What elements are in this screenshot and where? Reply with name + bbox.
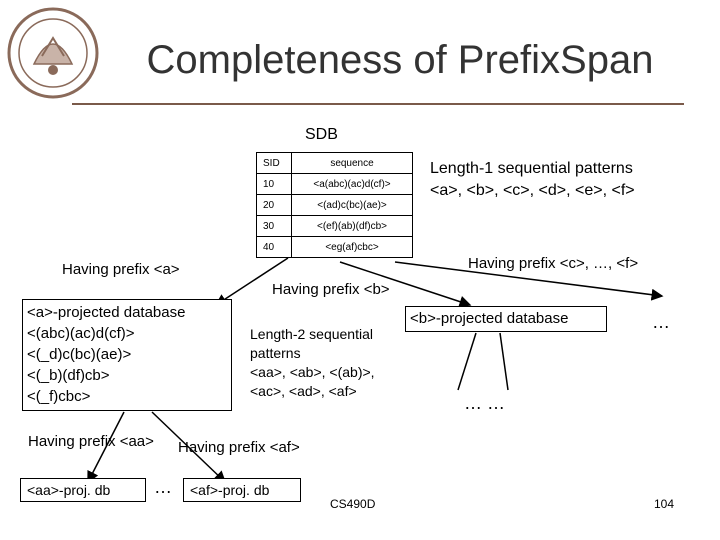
table-row: 20 <(ad)c(bc)(ae)> [256, 194, 413, 216]
table-row: 40 <eg(af)cbc> [256, 236, 413, 258]
edge-sdb-to-cf [394, 261, 664, 301]
sequence-database-table: SID sequence 10 <a(abc)(ac)d(cf)> 20 <(a… [256, 152, 413, 258]
prefix-b-label: Having prefix <b> [272, 281, 390, 298]
a-projected-sequence: <(abc)(ac)d(cf)> [27, 325, 135, 342]
ellipsis-b-children: … … [464, 393, 506, 413]
edge-b-to-child1 [457, 332, 477, 391]
slide-title: Completeness of PrefixSpan [146, 38, 654, 82]
aa-projected-database-box: <aa>-proj. db [20, 478, 146, 502]
sequence-cell: <(ef)(ab)(df)cb> [291, 215, 413, 237]
edge-a-to-aa [87, 411, 125, 484]
ellipsis-middle: … [154, 477, 172, 497]
footer-course: CS490D [330, 497, 376, 511]
sequence-cell: <a(abc)(ac)d(cf)> [291, 173, 413, 195]
university-seal-logo [7, 7, 99, 99]
edge-sdb-to-a [214, 257, 289, 306]
sid-cell: 10 [256, 173, 292, 195]
edge-b-to-child2 [499, 332, 509, 391]
a-projected-sequence: <(_d)c(bc)(ae)> [27, 346, 132, 363]
table-header-row: SID sequence [256, 152, 413, 174]
sequence-cell: <(ad)c(bc)(ae)> [291, 194, 413, 216]
a-projected-sequence: <(_f)cbc> [27, 388, 91, 405]
edge-a-to-af [151, 411, 227, 484]
ellipsis-right: … [652, 312, 670, 332]
table-row: 10 <a(abc)(ac)d(cf)> [256, 173, 413, 195]
table-row: 30 <(ef)(ab)(df)cb> [256, 215, 413, 237]
sid-cell: 40 [256, 236, 292, 258]
sid-cell: 20 [256, 194, 292, 216]
edge-sdb-to-b [339, 261, 472, 308]
column-header-sequence: sequence [291, 152, 413, 174]
length2-patterns: <ac>, <ad>, <af> [250, 383, 357, 399]
footer-page-number: 104 [654, 497, 675, 511]
prefix-c-to-f-label: Having prefix <c>, …, <f> [468, 255, 639, 272]
length2-patterns: <aa>, <ab>, <(ab)>, [250, 364, 375, 380]
length1-patterns: <a>, <b>, <c>, <d>, <e>, <f> [430, 182, 635, 199]
b-projected-database-box: <b>-projected database [405, 306, 607, 332]
a-projected-database-box: <a>-projected database <(abc)(ac)d(cf)> … [22, 299, 232, 411]
prefix-af-label: Having prefix <af> [178, 439, 300, 456]
prefix-a-label: Having prefix <a> [62, 261, 180, 278]
title-divider [72, 103, 684, 105]
a-projected-sequence: <(_b)(df)cb> [27, 367, 110, 384]
sdb-label: SDB [305, 126, 338, 143]
length2-heading-cont: patterns [250, 345, 301, 361]
length2-heading: Length-2 sequential [250, 326, 373, 342]
length1-heading: Length-1 sequential patterns [430, 160, 633, 177]
sid-cell: 30 [256, 215, 292, 237]
af-projected-database-box: <af>-proj. db [183, 478, 301, 502]
column-header-sid: SID [256, 152, 292, 174]
a-projected-title: <a>-projected database [27, 304, 186, 321]
prefix-aa-label: Having prefix <aa> [28, 433, 154, 450]
sequence-cell: <eg(af)cbc> [291, 236, 413, 258]
